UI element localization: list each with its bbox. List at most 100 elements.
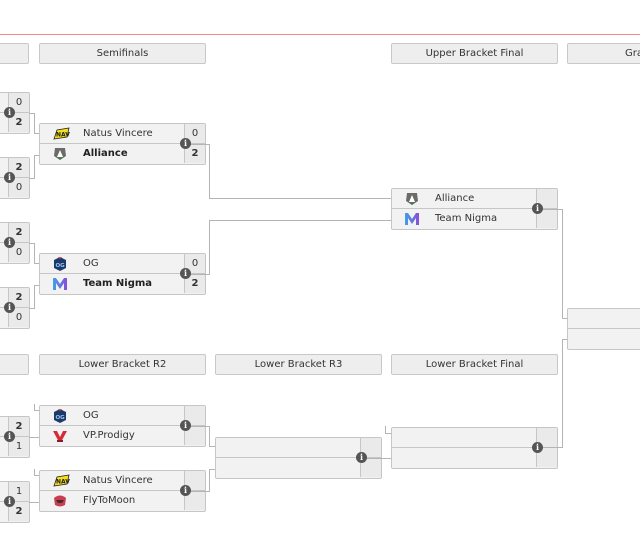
team-slot-natus-vincere[interactable]: NAVI Natus Vincere — [39, 470, 206, 491]
team-score — [536, 189, 557, 208]
team-slot-og[interactable]: OG OG 0 — [39, 253, 206, 274]
navi-logo-icon: NAVI — [52, 474, 70, 488]
svg-text:NAVI: NAVI — [56, 479, 70, 486]
team-score — [184, 426, 205, 445]
match-lower-r1-1[interactable]: 2 1 — [0, 416, 30, 458]
connector — [366, 458, 391, 459]
connector — [385, 433, 391, 434]
team-score — [536, 209, 557, 228]
connector — [29, 308, 35, 309]
match-semifinal-1[interactable]: NAVI Natus Vincere 0 Alliance 2 — [39, 123, 206, 165]
team-score: 2 — [184, 144, 205, 163]
team-score: 2 — [184, 274, 205, 293]
info-icon[interactable]: i — [180, 268, 191, 279]
info-icon[interactable]: i — [180, 138, 191, 149]
info-icon[interactable]: i — [4, 237, 15, 248]
match-upper-r1-3[interactable]: 2 0 — [0, 222, 30, 264]
match-lower-bracket-final[interactable] — [391, 427, 558, 469]
connector — [562, 339, 567, 340]
connector — [385, 426, 386, 434]
connector — [34, 113, 35, 133]
team-score: 2 — [8, 158, 29, 177]
round-header-lower-r1 — [0, 354, 29, 375]
connector — [209, 144, 210, 199]
info-icon[interactable]: i — [532, 203, 543, 214]
team-score: 1 — [8, 482, 29, 501]
round-header-grand-final: Gra — [567, 43, 640, 64]
info-icon[interactable]: i — [356, 452, 367, 463]
match-upper-bracket-final[interactable]: Alliance Team Nigma — [391, 188, 558, 230]
team-slot-alliance[interactable]: Alliance — [391, 188, 558, 209]
team-slot-flytomoon[interactable]: FlyToMoon — [39, 491, 206, 512]
team-score — [360, 458, 381, 477]
connector — [562, 318, 567, 319]
match-lower-r2-1[interactable]: OG OG VP.Prodigy — [39, 405, 206, 447]
connector — [562, 209, 563, 319]
team-slot[interactable] — [391, 427, 558, 448]
connector — [29, 178, 35, 179]
connector — [29, 437, 39, 438]
connector — [34, 155, 39, 156]
nigma-logo-icon — [52, 277, 68, 291]
nigma-logo-icon — [404, 212, 420, 226]
match-lower-r2-2[interactable]: NAVI Natus Vincere FlyToMoon — [39, 470, 206, 512]
team-score: 0 — [8, 243, 29, 262]
team-score — [536, 428, 557, 447]
round-header-upper-r1 — [0, 43, 29, 64]
connector — [209, 469, 215, 470]
match-grand-final[interactable] — [567, 308, 640, 350]
match-semifinal-2[interactable]: OG OG 0 Team Nigma 2 — [39, 253, 206, 295]
og-logo-icon: OG — [52, 409, 68, 423]
info-icon[interactable]: i — [4, 496, 15, 507]
info-icon[interactable]: i — [180, 420, 191, 431]
connector — [29, 113, 35, 114]
info-icon[interactable]: i — [532, 442, 543, 453]
team-slot-vp-prodigy[interactable]: VP.Prodigy — [39, 426, 206, 447]
team-slot-alliance[interactable]: Alliance 2 — [39, 144, 206, 165]
team-slot[interactable]: 1 — [0, 437, 30, 458]
team-name: Natus Vincere — [83, 475, 153, 486]
team-slot-og[interactable]: OG OG — [39, 405, 206, 426]
info-icon[interactable]: i — [180, 485, 191, 496]
info-icon[interactable]: i — [4, 302, 15, 313]
connector — [209, 446, 215, 447]
team-slot[interactable]: 2 — [0, 502, 30, 523]
team-slot[interactable]: 0 — [0, 243, 30, 264]
alliance-logo-icon — [52, 147, 68, 161]
connector — [34, 243, 35, 263]
team-slot-natus-vincere[interactable]: NAVI Natus Vincere 0 — [39, 123, 206, 144]
info-icon[interactable]: i — [4, 431, 15, 442]
team-name: Alliance — [83, 148, 128, 159]
connector — [542, 447, 563, 448]
connector — [209, 220, 210, 275]
team-slot[interactable]: 2 — [0, 113, 30, 134]
info-icon[interactable]: i — [4, 172, 15, 183]
team-name: Team Nigma — [435, 213, 498, 224]
svg-text:OG: OG — [56, 263, 66, 269]
team-slot[interactable]: 0 — [0, 308, 30, 329]
team-slot[interactable] — [567, 329, 640, 350]
header-divider — [0, 34, 640, 35]
info-icon[interactable]: i — [4, 107, 15, 118]
team-score: 0 — [8, 308, 29, 327]
connector — [190, 426, 210, 427]
team-score: 1 — [8, 437, 29, 456]
connector — [34, 285, 39, 286]
team-score — [184, 406, 205, 425]
match-upper-r1-2[interactable]: 2 0 — [0, 157, 30, 199]
team-slot-team-nigma[interactable]: Team Nigma — [391, 209, 558, 230]
team-slot[interactable] — [391, 448, 558, 469]
team-slot[interactable] — [215, 458, 382, 479]
match-lower-r3[interactable] — [215, 437, 382, 479]
team-score: 0 — [8, 93, 29, 112]
team-name: Alliance — [435, 193, 475, 204]
team-slot-team-nigma[interactable]: Team Nigma 2 — [39, 274, 206, 295]
team-slot[interactable] — [567, 308, 640, 329]
team-score — [184, 491, 205, 510]
connector — [34, 404, 35, 410]
team-slot[interactable]: 0 — [0, 178, 30, 199]
connector — [542, 209, 563, 210]
team-slot[interactable] — [215, 437, 382, 458]
round-header-lower-r3: Lower Bracket R3 — [215, 354, 382, 375]
connector — [34, 155, 35, 179]
